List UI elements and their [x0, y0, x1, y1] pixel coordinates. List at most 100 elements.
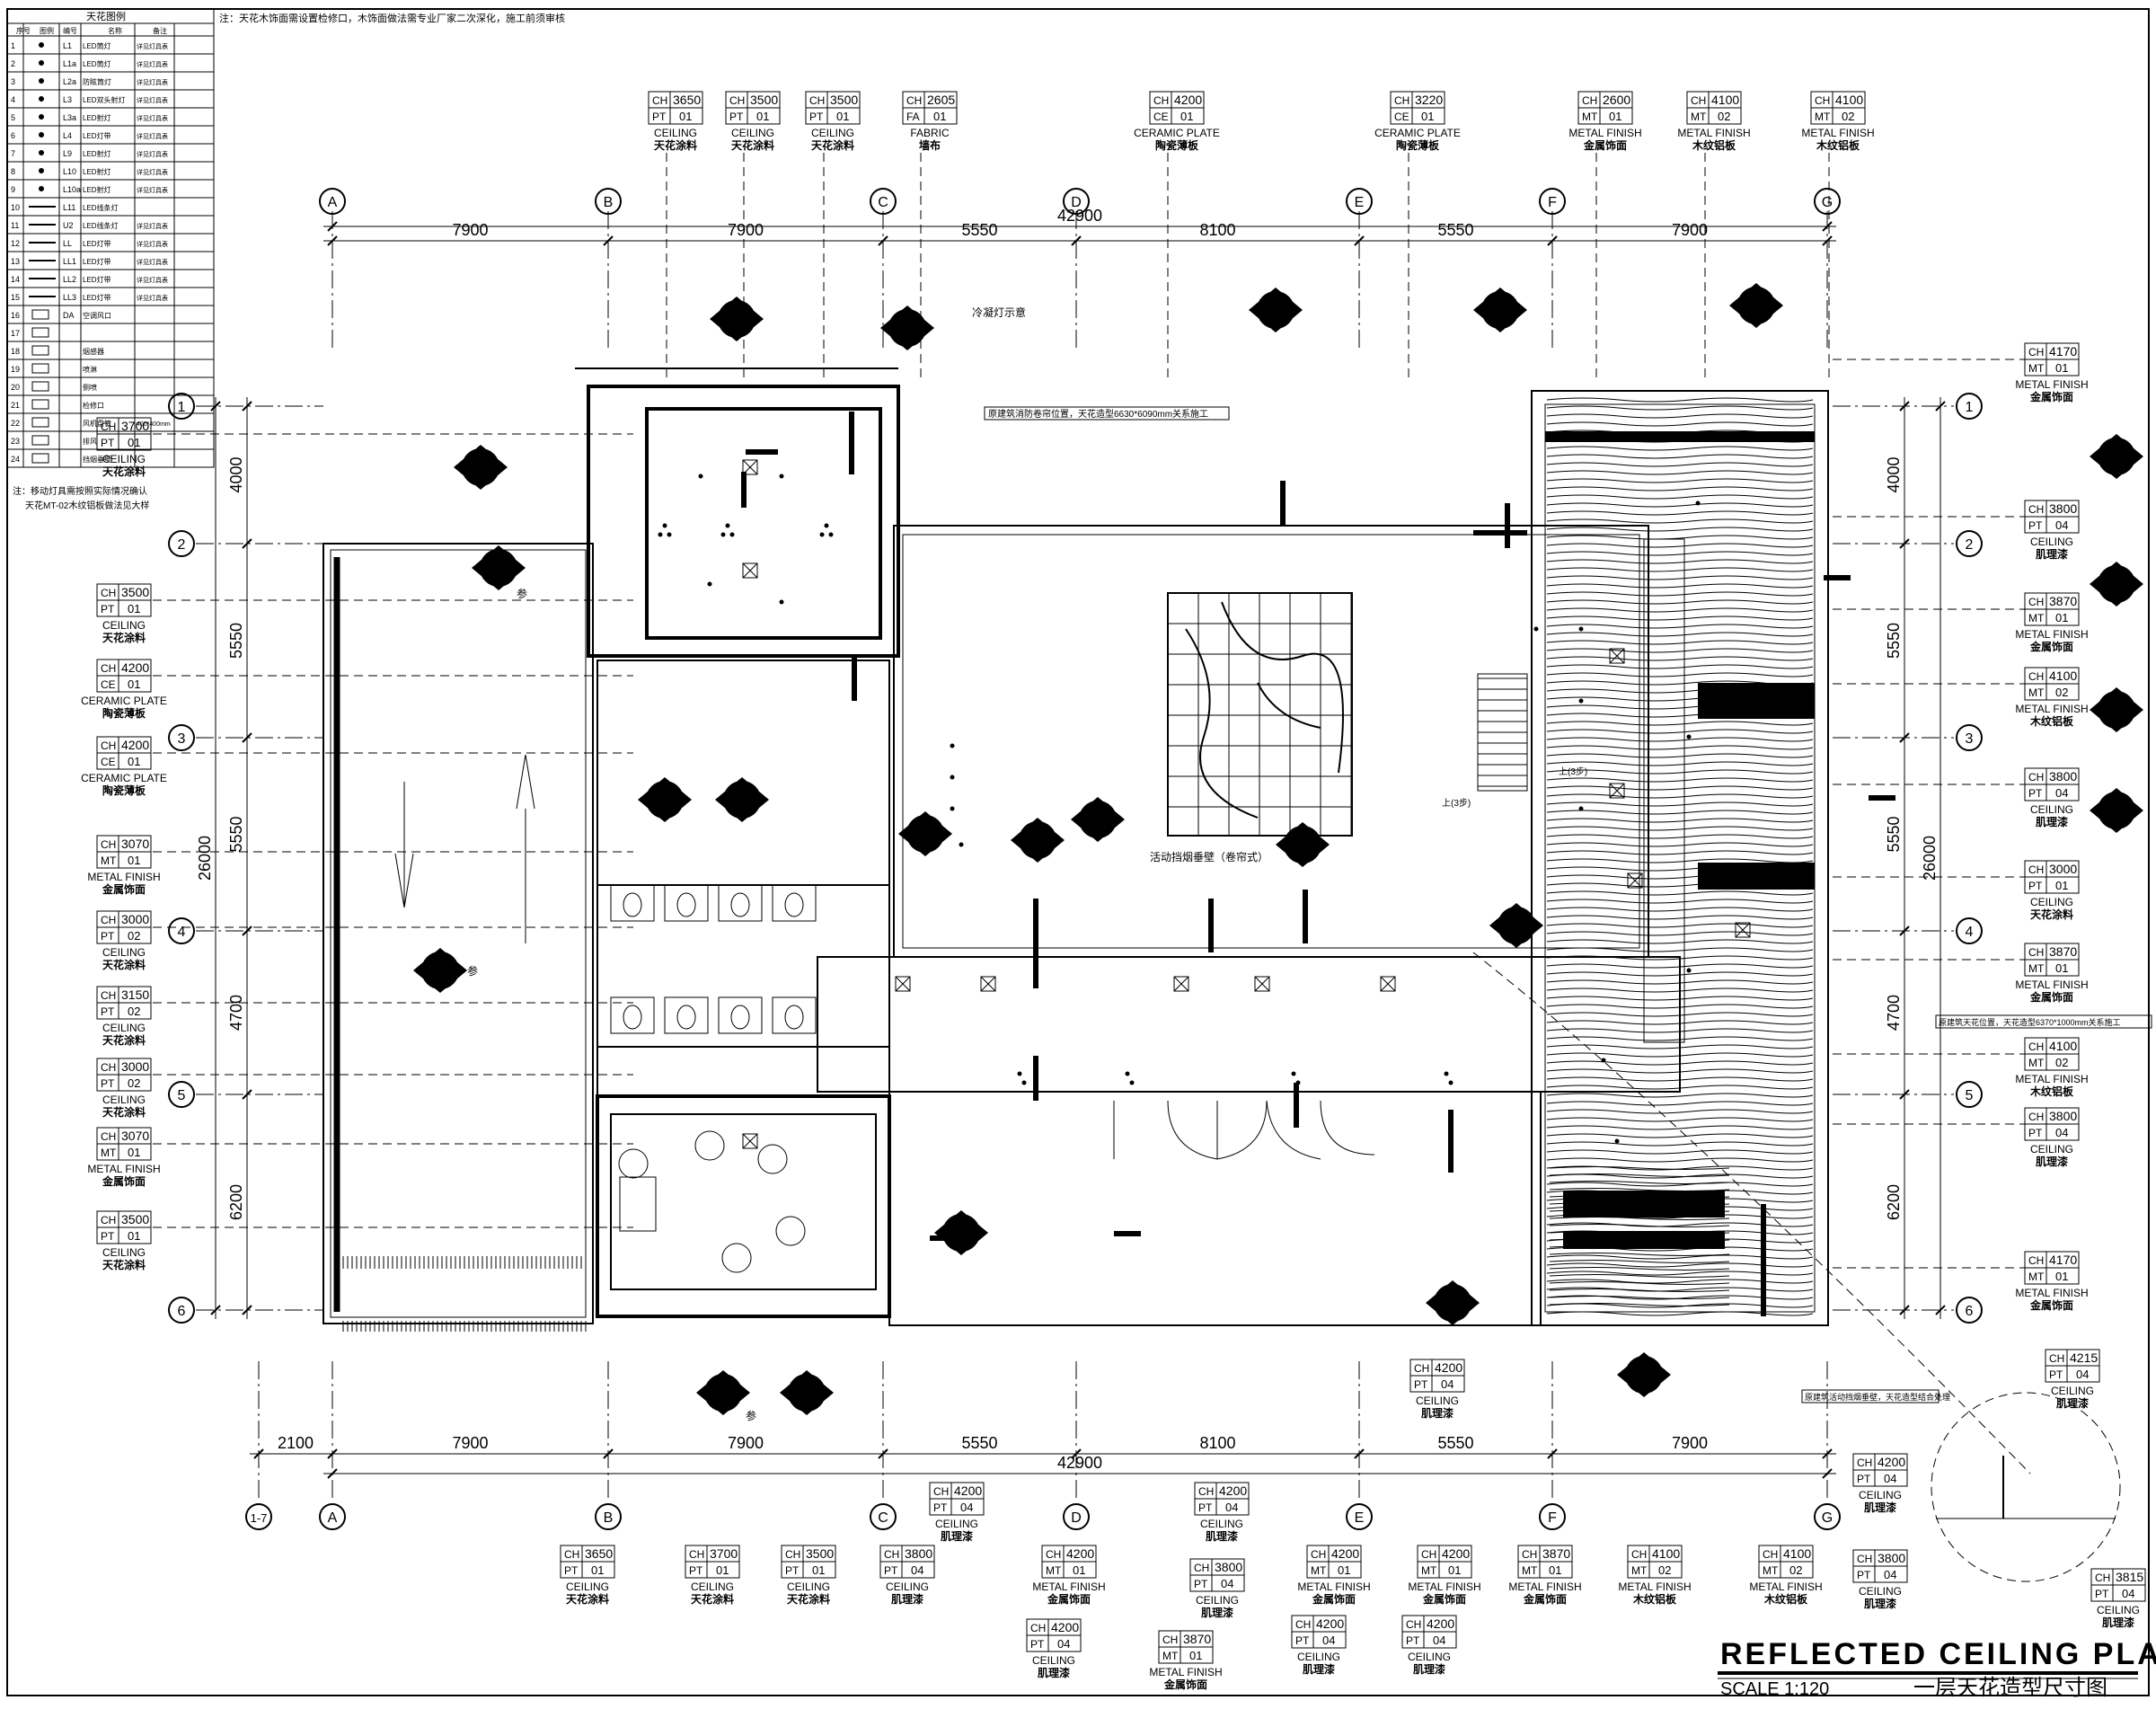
tag-num: 02 [128, 1076, 140, 1090]
grid-bubble-E: E [1346, 188, 1373, 215]
light-fixture-icon [819, 532, 825, 537]
tag-ch-label: CH [2028, 596, 2044, 608]
tag-en: METAL FINISH [1297, 1581, 1370, 1593]
legend-row-name: 空调风口 [83, 311, 111, 320]
legend-row-code: L3 [63, 95, 72, 104]
light-fixture-icon [707, 581, 712, 587]
light-fixture-icon [779, 599, 784, 605]
legend-row-no: 21 [11, 401, 20, 410]
section-marker-sheet: DT.02 [1489, 315, 1511, 324]
tag-cn: 天花涂料 [787, 1592, 830, 1606]
tag-num: 02 [2055, 1056, 2068, 1069]
dim-bottom-total: 42900 [1057, 1454, 1102, 1472]
tag-en: CEILING [654, 127, 697, 139]
grid-label: 1-7 [251, 1511, 268, 1525]
tag-num: 04 [2055, 518, 2068, 532]
section-marker-num: 01 [1749, 290, 1763, 305]
legend-row-no: 17 [11, 329, 20, 338]
legend-row-name: LED射灯 [83, 185, 111, 194]
tag-num: 04 [1057, 1637, 1070, 1651]
title-block: REFLECTED CEILING PLAN SCALE 1:120 一层天花造… [1718, 1637, 2156, 1700]
section-marker-sheet: DT.03 [470, 473, 491, 482]
legend-row-note: 详见灯具表 [137, 222, 168, 230]
legend-row-code: L2a [63, 77, 76, 86]
tag-ch-label: CH [1815, 94, 1830, 107]
section-marker-num: 14 [954, 1218, 968, 1232]
tag-ch-label: CH [1763, 1548, 1778, 1561]
dim-bottom-span: 7900 [1672, 1434, 1708, 1452]
section-marker-num: 11 [2110, 441, 2124, 456]
tag-cn: 肌理漆 [2035, 1155, 2068, 1168]
tag-num: 04 [911, 1563, 923, 1577]
legend-row-code: L4 [63, 131, 72, 140]
tag-ch-label: CH [1311, 1548, 1326, 1561]
tag-en: METAL FINISH [87, 1163, 160, 1175]
grid-bubble-extra: 1-7 [245, 1503, 272, 1530]
tag-cn: 肌理漆 [2101, 1616, 2134, 1629]
legend-row-no: 19 [11, 365, 20, 374]
section-marker-num: 06 [2109, 795, 2124, 810]
light-fixture-icon [959, 842, 964, 847]
grid-label: C [878, 1510, 888, 1526]
tag-cn: 金属饰面 [102, 1174, 146, 1188]
section-bar [1294, 1083, 1299, 1128]
note-smoke-barrier: 原建筑活动挡烟垂壁，天花造型结合处理 [1805, 1392, 1950, 1402]
section-bar [1033, 1056, 1038, 1101]
legend-symbol-icon [31, 345, 49, 356]
legend-row-name: 排风 [83, 437, 97, 446]
tag-ch-label: CH [2028, 771, 2044, 784]
legend-row-no: 15 [11, 293, 20, 302]
dim-left-span: 5550 [227, 623, 245, 659]
section-marker-sheet: DT.04 [2106, 462, 2127, 471]
legend-row-no: 2 [11, 59, 15, 68]
grid-label: 1 [178, 400, 186, 415]
tag-ch-label: CH [1046, 1548, 1061, 1561]
legend-row-name: LED灯带 [83, 239, 111, 248]
tag-en: METAL FINISH [1149, 1666, 1222, 1678]
grid-bubble-row-5: 5 [1956, 1081, 1983, 1108]
tag-code: PT [652, 111, 667, 123]
legend-row-name: LED线条灯 [83, 221, 119, 230]
legend-row-name: LED线条灯 [83, 203, 119, 212]
legend-row-no: 4 [11, 95, 15, 104]
tag-ch-label: CH [1691, 94, 1706, 107]
tag-en: CEILING [102, 1246, 146, 1259]
ref-mark: 参 [746, 1409, 756, 1422]
tag-en: METAL FINISH [1677, 127, 1750, 139]
dim-top-span: 7900 [1672, 221, 1708, 239]
tag-code: PT [2028, 1127, 2043, 1139]
tag-en: CEILING [935, 1518, 978, 1530]
tag-cn: 肌理漆 [1863, 1501, 1896, 1514]
tag-en: METAL FINISH [2015, 1287, 2088, 1299]
dim-right-span: 6200 [1885, 1184, 1903, 1220]
tag-ch-value: 4215 [2070, 1350, 2098, 1365]
grid-bubble-F: F [1539, 188, 1566, 215]
tag-ch-value: 4200 [1331, 1546, 1359, 1561]
section-marker-sheet: DT.04 [654, 805, 676, 814]
tag-num: 01 [128, 755, 140, 768]
tag-ch-label: CH [101, 1214, 116, 1226]
light-fixture-icon [698, 474, 703, 479]
tag-cn: 陶瓷薄板 [1155, 138, 1199, 152]
tag-code: CE [101, 756, 116, 768]
tag-code: PT [809, 111, 824, 123]
tag-cn: 天花涂料 [102, 958, 146, 971]
tag-en: CERAMIC PLATE [81, 772, 167, 784]
tag-ch-value: 4170 [2049, 1253, 2077, 1267]
legend-row-name: 烟感器 [83, 347, 104, 356]
section-bar [852, 656, 857, 701]
legend-row-name: 防眩筒灯 [83, 77, 111, 86]
section-marker-sheet: DT.04a [794, 1398, 821, 1407]
tag-en: METAL FINISH [1032, 1581, 1105, 1593]
tag-cn: 肌理漆 [890, 1592, 923, 1606]
